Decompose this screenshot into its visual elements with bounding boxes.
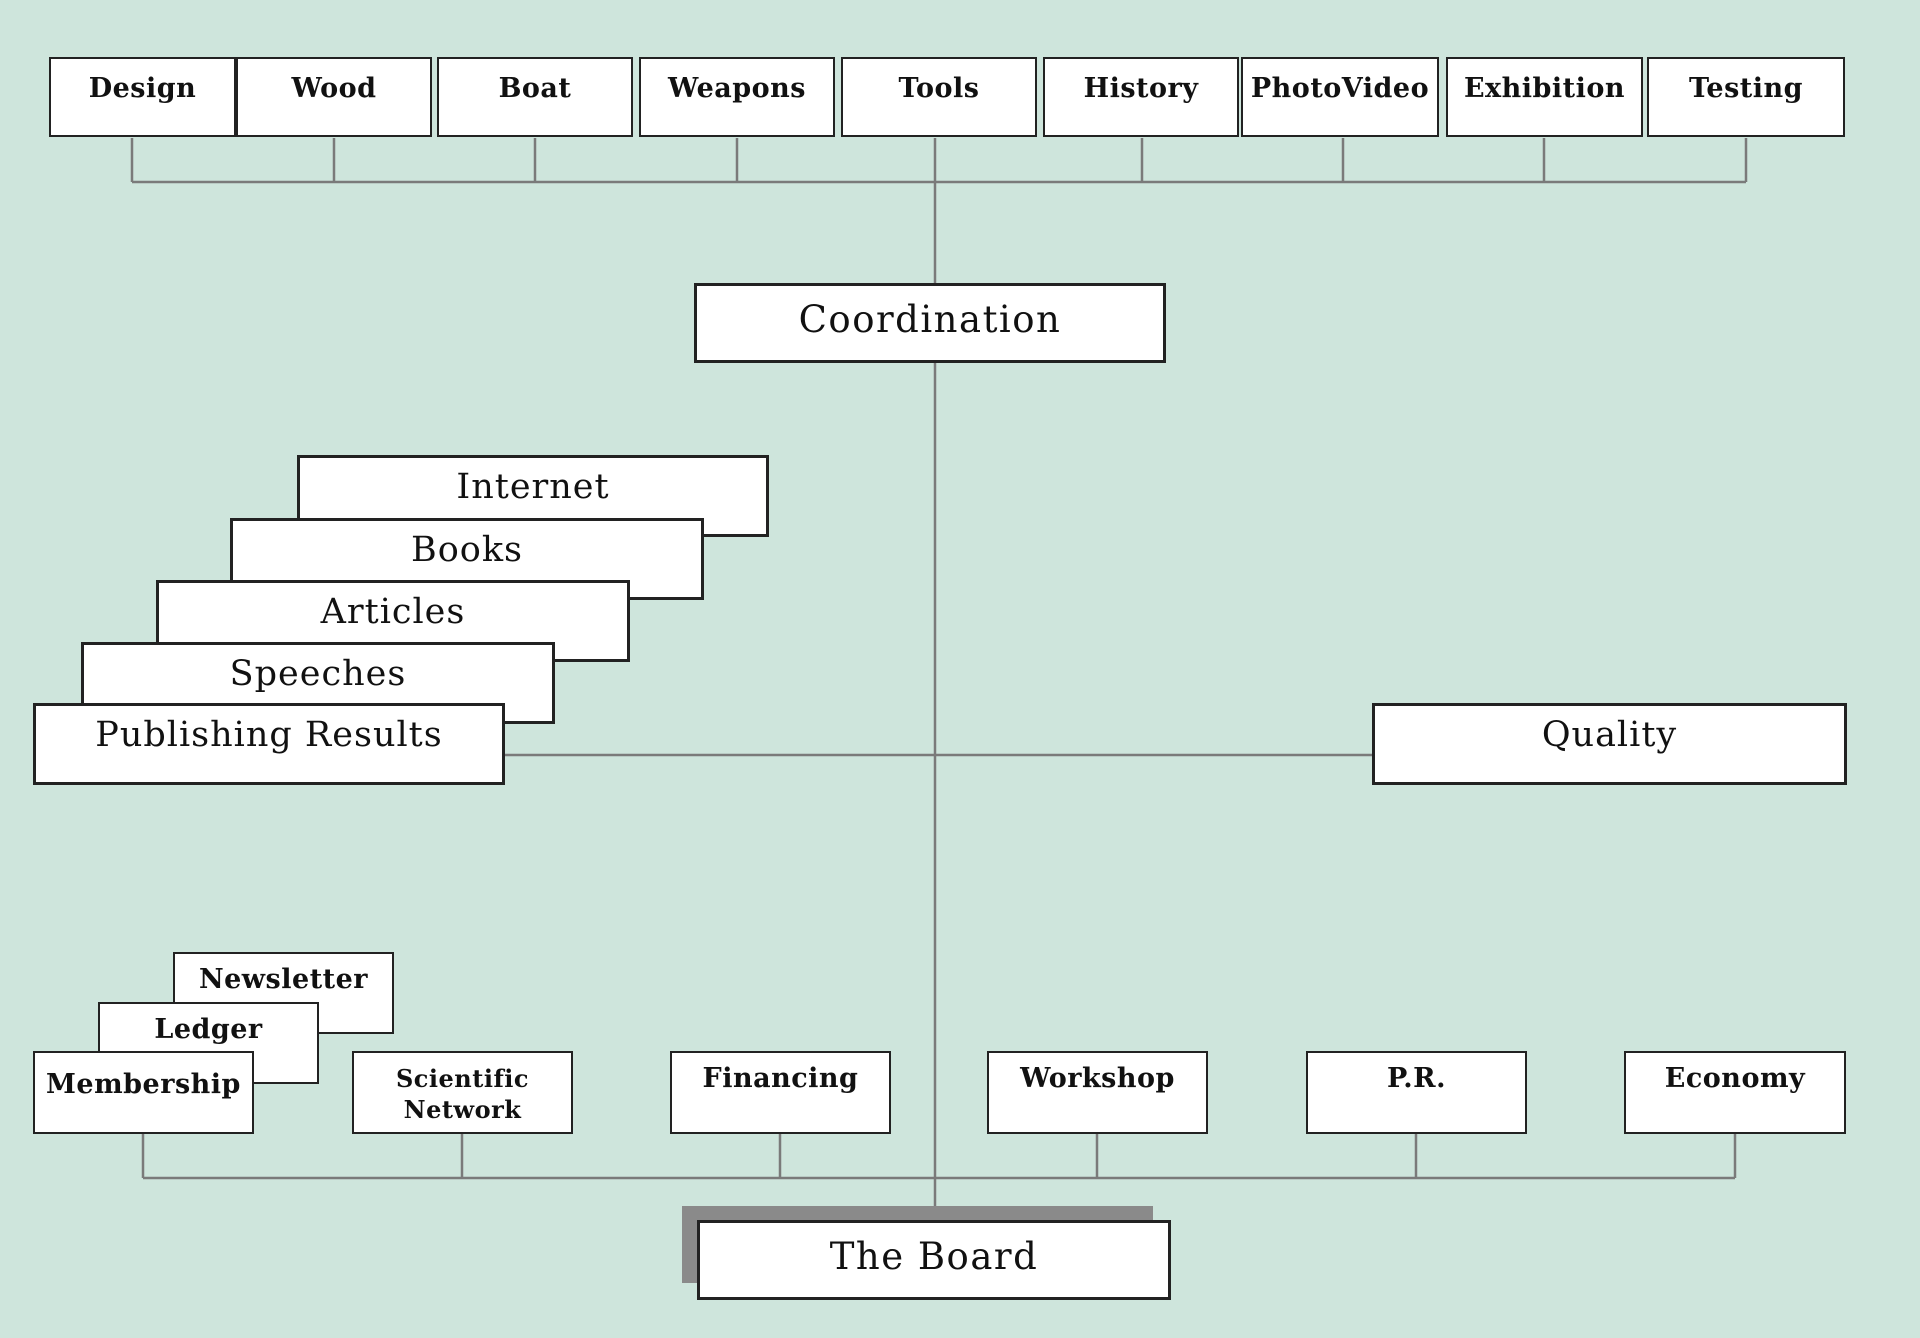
publishing-results-label: Publishing Results bbox=[95, 715, 443, 755]
newsletter-label: Newsletter bbox=[198, 964, 369, 995]
department-tools-box[interactable]: Tools bbox=[841, 57, 1037, 137]
publishing-results-box[interactable]: Publishing Results bbox=[33, 703, 505, 785]
scientific-network-box[interactable]: Scientific Network bbox=[352, 1051, 573, 1134]
internet-label: Internet bbox=[456, 467, 610, 507]
books-label: Books bbox=[410, 530, 524, 570]
workshop-box[interactable]: Workshop bbox=[987, 1051, 1208, 1134]
pr-label: P.R. bbox=[1386, 1063, 1447, 1094]
ledger-label: Ledger bbox=[154, 1014, 263, 1045]
economy-label: Economy bbox=[1664, 1063, 1806, 1094]
membership-label: Membership bbox=[46, 1069, 241, 1100]
department-label: Testing bbox=[1688, 73, 1804, 104]
department-boat-box[interactable]: Boat bbox=[437, 57, 633, 137]
pr-box[interactable]: P.R. bbox=[1306, 1051, 1527, 1134]
articles-label: Articles bbox=[320, 592, 466, 632]
department-label: PhotoVideo bbox=[1250, 73, 1430, 104]
financing-box[interactable]: Financing bbox=[670, 1051, 891, 1134]
department-label: Exhibition bbox=[1463, 73, 1626, 104]
department-history-box[interactable]: History bbox=[1043, 57, 1239, 137]
the-board-label: The Board bbox=[829, 1235, 1039, 1278]
department-photovideo-box[interactable]: PhotoVideo bbox=[1241, 57, 1439, 137]
department-label: Wood bbox=[291, 73, 377, 104]
department-label: History bbox=[1083, 73, 1199, 104]
department-label: Boat bbox=[498, 73, 572, 104]
coordination-box[interactable]: Coordination bbox=[694, 283, 1166, 363]
membership-box[interactable]: Membership bbox=[33, 1051, 254, 1134]
department-label: Design bbox=[88, 73, 197, 104]
department-weapons-box[interactable]: Weapons bbox=[639, 57, 835, 137]
the-board-box[interactable]: The Board bbox=[697, 1220, 1171, 1300]
department-label: Tools bbox=[898, 73, 980, 104]
quality-box[interactable]: Quality bbox=[1372, 703, 1847, 785]
department-testing-box[interactable]: Testing bbox=[1647, 57, 1845, 137]
speeches-label: Speeches bbox=[229, 654, 407, 694]
department-exhibition-box[interactable]: Exhibition bbox=[1446, 57, 1643, 137]
department-wood-box[interactable]: Wood bbox=[236, 57, 432, 137]
economy-box[interactable]: Economy bbox=[1624, 1051, 1846, 1134]
coordination-label: Coordination bbox=[798, 298, 1062, 341]
department-design-box[interactable]: Design bbox=[49, 57, 236, 137]
workshop-label: Workshop bbox=[1020, 1063, 1175, 1094]
financing-label: Financing bbox=[702, 1063, 859, 1094]
scientific-network-label: Scientific Network bbox=[395, 1064, 530, 1125]
quality-label: Quality bbox=[1541, 715, 1678, 755]
department-label: Weapons bbox=[667, 73, 806, 104]
